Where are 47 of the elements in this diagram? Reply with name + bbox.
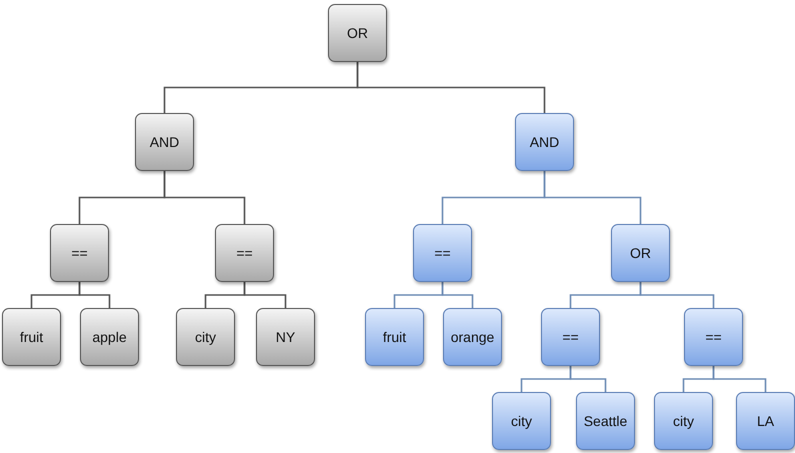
tree-node-box: [541, 308, 600, 366]
node-label: NY: [276, 329, 296, 345]
node-label: Seattle: [584, 413, 628, 429]
tree-node-box: [135, 113, 194, 171]
tree-node-box: [576, 392, 635, 450]
connector-line: [164, 171, 246, 224]
tree-node-box: [654, 392, 713, 450]
connector-line: [442, 282, 474, 308]
tree-node-box: [492, 392, 551, 450]
tree-node-box: [256, 308, 315, 366]
tree-node-box: [736, 392, 795, 450]
node-label: fruit: [382, 329, 406, 345]
tree-node-box: [80, 308, 139, 366]
tree-node-box: [328, 4, 387, 62]
node-label: AND: [530, 134, 560, 150]
node-label: LA: [756, 413, 774, 429]
node-label: city: [195, 329, 216, 345]
tree-node-box: [2, 308, 61, 366]
connector-line: [356, 62, 546, 113]
tree-node-box: [443, 308, 502, 366]
tree-node-box: [50, 224, 109, 282]
node-label: OR: [347, 25, 368, 41]
connector-line: [640, 282, 714, 308]
tree-node-box: [515, 113, 574, 171]
tree-node-box: [611, 224, 670, 282]
tree-node-box: [215, 224, 274, 282]
node-label: ==: [71, 245, 88, 261]
node-label: OR: [630, 245, 651, 261]
node-label: ==: [434, 245, 451, 261]
node-label: ==: [705, 329, 722, 345]
connector-line: [570, 366, 606, 392]
connector-line: [544, 171, 642, 224]
node-label: orange: [450, 329, 494, 345]
tree-node-box: [413, 224, 472, 282]
connector-line: [712, 366, 766, 392]
node-label: ==: [236, 245, 253, 261]
tree-node-box: [365, 308, 424, 366]
node-label: AND: [150, 134, 180, 150]
node-label: fruit: [20, 329, 44, 345]
connector-line: [78, 282, 110, 308]
node-label: city: [673, 413, 694, 429]
node-label: ==: [562, 329, 579, 345]
tree-node-box: [684, 308, 743, 366]
tree-node-box: [176, 308, 235, 366]
connector-line: [244, 282, 286, 308]
node-label: apple: [92, 329, 127, 345]
node-label: city: [511, 413, 532, 429]
